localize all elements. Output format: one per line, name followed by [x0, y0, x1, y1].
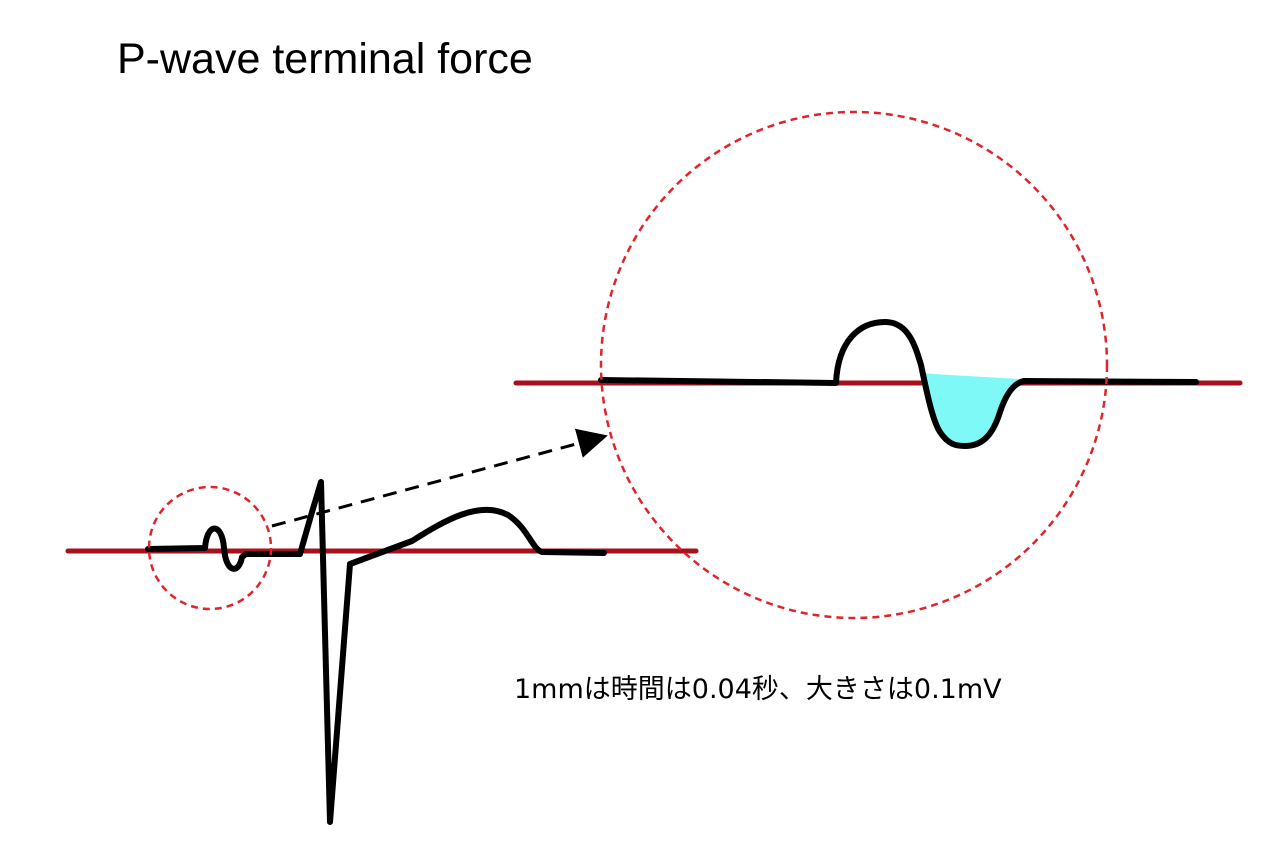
zoom-arrow: [271, 428, 608, 528]
ecg-trace: [145, 479, 607, 825]
diagram-title: P-wave terminal force: [117, 35, 533, 83]
scale-caption: 1mmは時間は0.04秒、大きさは0.1mV: [514, 674, 1002, 705]
zoomed-p-wave-trace: [598, 319, 1199, 449]
zoom-circle: [599, 110, 1109, 620]
terminal-force-area: [923, 373, 1020, 446]
p-wave-highlight-circle: [147, 485, 273, 611]
